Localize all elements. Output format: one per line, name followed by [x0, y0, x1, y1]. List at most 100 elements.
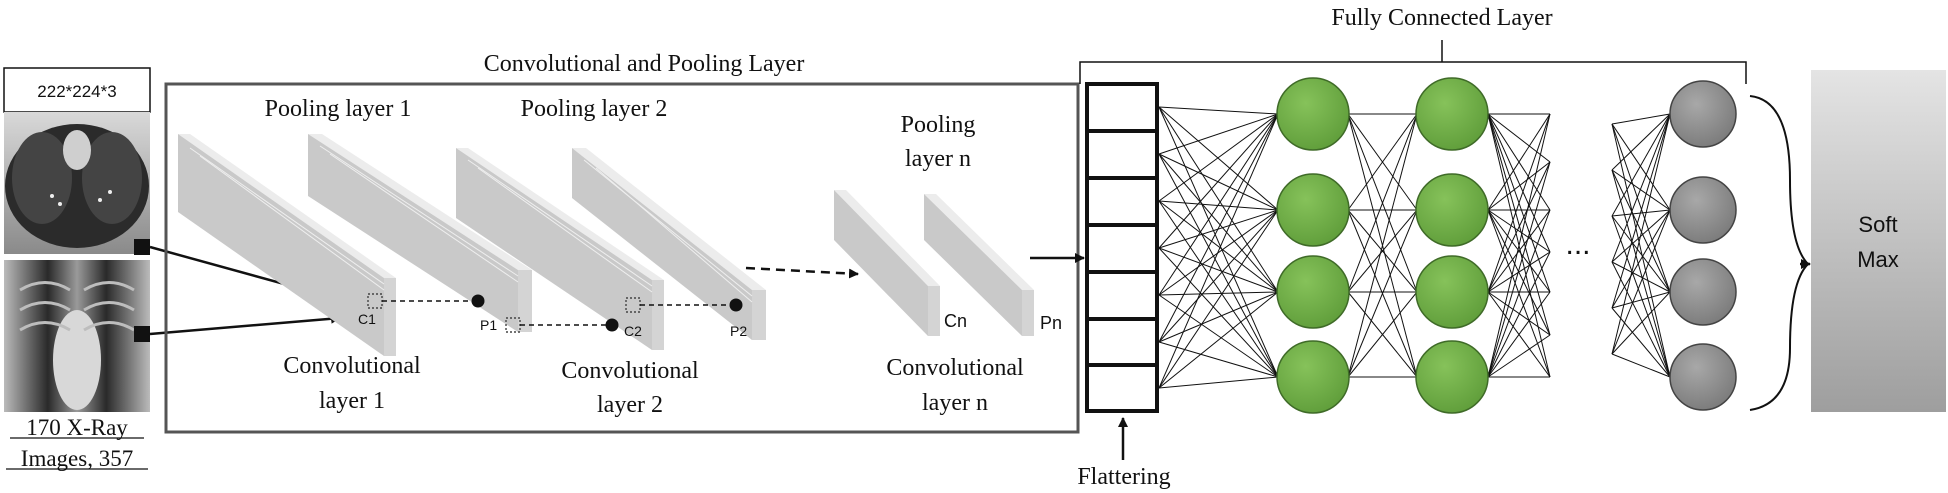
fc-edge — [1158, 341, 1279, 378]
fc-edge — [1611, 123, 1671, 378]
progression-arrow — [745, 266, 859, 279]
fc-edge — [1158, 294, 1279, 378]
fc-edge — [1611, 169, 1671, 378]
stack-conv2 — [456, 148, 664, 350]
fc-node — [1415, 173, 1489, 247]
fc-edge — [1158, 106, 1279, 211]
fc-edge — [1347, 209, 1418, 378]
x-ray-image — [4, 260, 150, 412]
input-size-box — [3, 67, 151, 113]
fc-edge — [1611, 307, 1671, 378]
flatten-label: Flattering — [1077, 464, 1170, 490]
c2-dot — [605, 318, 619, 332]
fc-edge — [1158, 247, 1279, 293]
conv2-label-line1: Convolutional — [561, 358, 699, 384]
fc-node — [1276, 255, 1350, 329]
input-images: 222*224*3 170 X-Ray Images, 357 — [3, 67, 151, 471]
fc-edge — [1158, 376, 1279, 389]
fc-edge — [1487, 334, 1551, 378]
conv2-label-line2: layer 2 — [597, 392, 663, 418]
fc-edge — [1158, 113, 1279, 249]
fc-edge — [1611, 291, 1671, 309]
tag-c1: C1 — [358, 311, 376, 327]
output-node — [1669, 258, 1737, 326]
stack-conv1 — [178, 134, 396, 356]
fc-edge — [1347, 113, 1418, 293]
tag-c2: C2 — [624, 323, 642, 339]
tag-p1: P1 — [480, 317, 497, 333]
fc-edge — [1611, 291, 1671, 355]
fc-edge — [1158, 200, 1279, 378]
fc-edge — [1487, 113, 1551, 211]
fc-edge — [1611, 123, 1671, 211]
output-node — [1669, 343, 1737, 411]
conv1-label-line1: Convolutional — [283, 353, 421, 379]
fc-edge — [1611, 215, 1671, 378]
fc-node — [1276, 173, 1350, 247]
fc-edge — [1158, 113, 1279, 389]
ct-feature-marker — [134, 239, 150, 255]
stack-pool1 — [308, 134, 532, 332]
pool2-label: Pooling layer 2 — [521, 96, 668, 122]
input-caption-line1: 170 X-Ray — [26, 415, 128, 440]
fc-edge — [1347, 113, 1418, 211]
convn-label-line1: Convolutional — [886, 355, 1024, 381]
ct-scan-image — [4, 112, 150, 254]
fc-edge — [1158, 153, 1279, 293]
fc-edge — [1611, 261, 1671, 293]
softmax-label-line1: Soft — [1858, 212, 1897, 237]
fc-layer-1 — [1276, 77, 1350, 414]
fc-edge — [1158, 113, 1279, 296]
output-node — [1669, 80, 1737, 148]
fc-edge — [1611, 113, 1671, 309]
fc-edge — [1158, 291, 1279, 343]
tag-cn: Cn — [944, 311, 967, 331]
softmax-box — [1811, 70, 1946, 412]
stack-convn — [834, 190, 940, 336]
fc-edge — [1347, 291, 1418, 378]
stack-pooln — [924, 194, 1034, 336]
fc-edge — [1611, 113, 1671, 263]
fc-edge — [1158, 291, 1279, 389]
pool1-label: Pooling layer 1 — [265, 96, 412, 122]
fc-edge — [1158, 153, 1279, 211]
fc-edge — [1611, 113, 1671, 171]
fc-edge — [1158, 209, 1279, 343]
fc-edge — [1487, 113, 1551, 163]
fc-edge — [1347, 113, 1418, 378]
output-layer — [1669, 80, 1737, 411]
conv-block-title: Convolutional and Pooling Layer — [484, 51, 805, 77]
fc-edge — [1347, 209, 1418, 293]
p2-dot — [729, 298, 743, 312]
fc-layer-2 — [1415, 77, 1489, 414]
fc-edge — [1611, 113, 1671, 125]
convn-label-line2: layer n — [922, 390, 988, 416]
fc-edge — [1158, 291, 1279, 296]
fc-edge — [1158, 209, 1279, 389]
fc-edge — [1158, 106, 1279, 378]
fc-edge — [1611, 169, 1671, 211]
fc-edge — [1487, 251, 1551, 293]
fc-edge — [1158, 200, 1279, 293]
fc-edge — [1611, 209, 1671, 355]
fc-edge — [1611, 169, 1671, 293]
fc-edge — [1158, 209, 1279, 296]
fc-edge — [1487, 113, 1551, 336]
fc-edge — [1158, 113, 1279, 343]
fc-edge — [1611, 113, 1671, 217]
arrow-xray-to-c1 — [149, 313, 341, 336]
fc-edge — [1158, 200, 1279, 211]
pooln-label-line2: layer n — [905, 146, 971, 172]
fc-node — [1276, 77, 1350, 151]
fc-ellipsis: ... — [1565, 228, 1590, 261]
fc-edge — [1487, 161, 1551, 293]
softmax-label-line2: Max — [1857, 247, 1899, 272]
conv1-label-line2: layer 1 — [319, 388, 385, 414]
p1-dot — [471, 294, 485, 308]
fc-edge — [1487, 113, 1551, 293]
output-brace — [1749, 95, 1810, 411]
fc-edge — [1611, 123, 1671, 293]
fc-edge — [1487, 291, 1551, 378]
fc-edge — [1611, 353, 1671, 378]
